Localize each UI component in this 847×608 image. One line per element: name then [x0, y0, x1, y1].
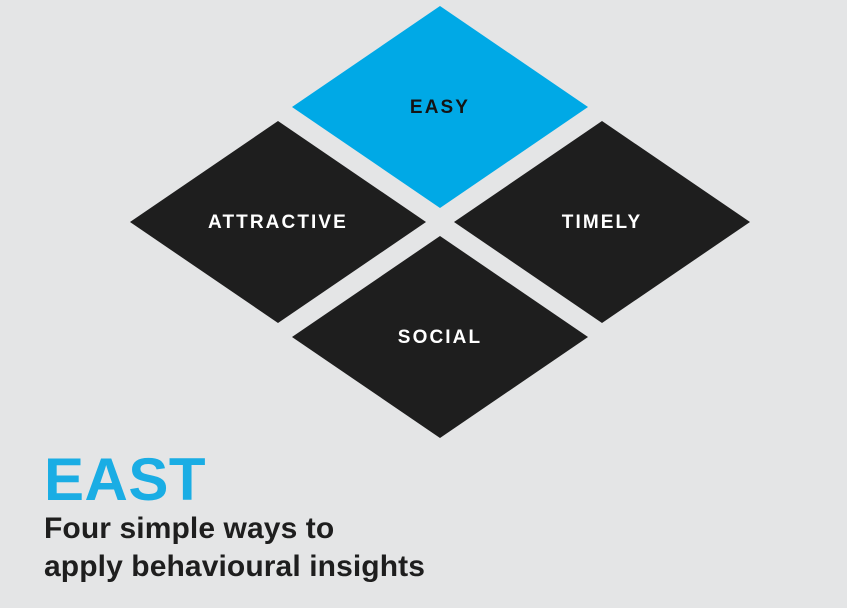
- diamond-shape-attractive: [130, 121, 426, 323]
- page-subtitle: Four simple ways to apply behavioural in…: [44, 510, 804, 586]
- page-title: EAST: [44, 446, 207, 513]
- caption-block: EAST Four simple ways to apply behaviour…: [44, 450, 804, 586]
- diamond-shape-easy: [292, 6, 588, 208]
- diamond-node-social[interactable]: SOCIAL: [292, 236, 588, 438]
- diamond-shape-timely: [454, 121, 750, 323]
- subtitle-line-2: apply behavioural insights: [44, 549, 426, 583]
- subtitle-line-1: Four simple ways to: [44, 512, 335, 545]
- diamond-shape-social: [292, 236, 588, 438]
- diamond-cluster: EASY ATTRACTIVE TIMELY SOCIAL: [130, 6, 750, 438]
